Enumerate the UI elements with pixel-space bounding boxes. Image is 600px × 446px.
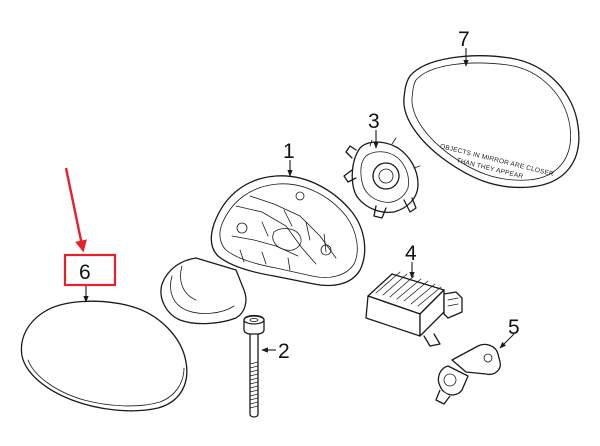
callout-4-label: 4 — [405, 242, 417, 265]
control-module-part — [365, 271, 463, 347]
mirror-housing-part — [160, 175, 366, 325]
callout-2-label: 2 — [278, 340, 290, 363]
mirror-glass-part: OBJECTS IN MIRROR ARE CLOSER THAN THEY A… — [403, 55, 580, 189]
mirror-cover-cap-part — [20, 300, 188, 412]
adjustment-motor-part — [343, 137, 421, 219]
mounting-bolt-part — [243, 314, 265, 418]
mounting-bracket-part — [435, 343, 501, 405]
callout-7-label: 7 — [458, 28, 470, 51]
callout-1-label: 1 — [283, 140, 295, 163]
callout-3-label: 3 — [368, 110, 380, 133]
highlight-pointer-arrow — [64, 167, 87, 253]
callout-6-highlight-box — [63, 253, 117, 287]
callout-5-leader — [499, 333, 515, 349]
callout-5-label: 5 — [508, 316, 520, 339]
callout-6-label: 6 — [79, 261, 91, 284]
